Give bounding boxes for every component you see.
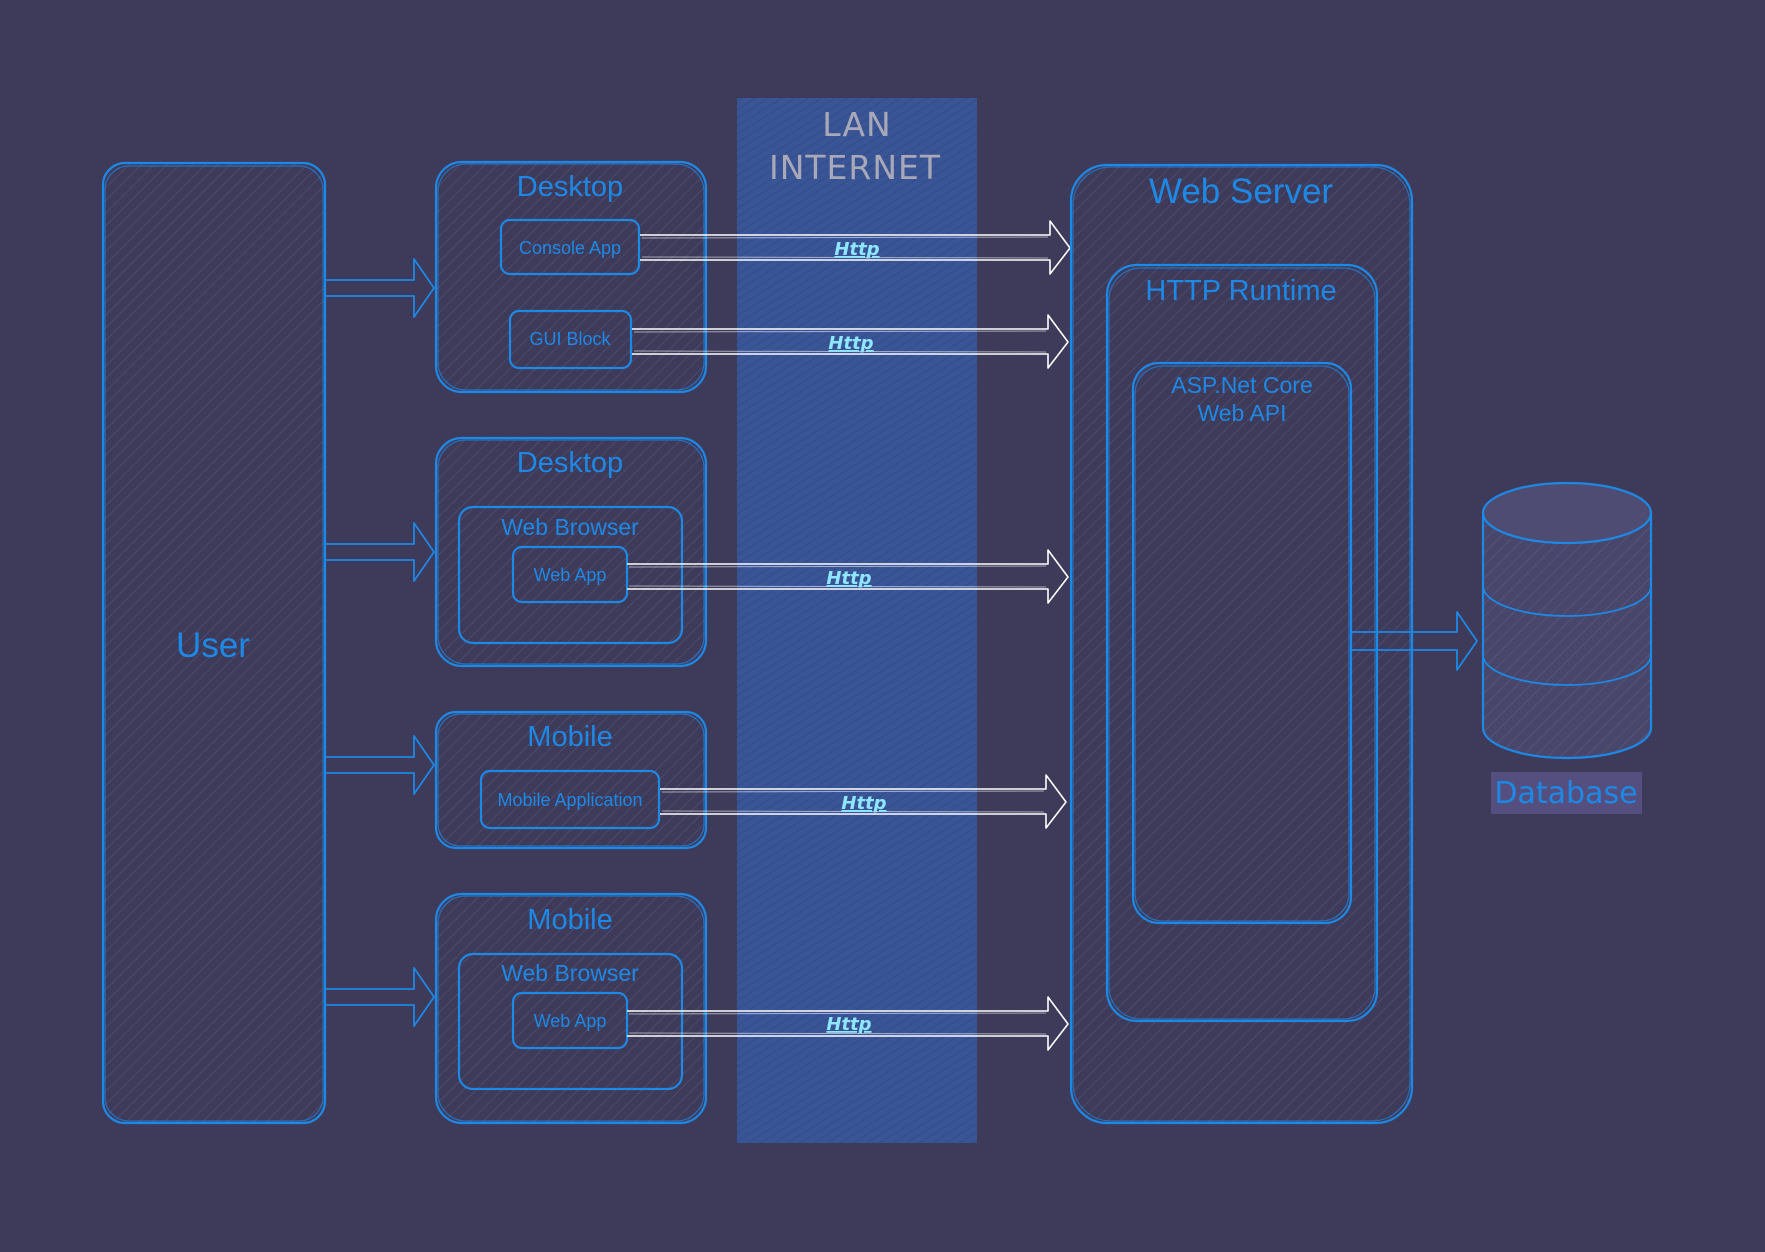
mobile-app-box xyxy=(479,769,661,830)
user-box xyxy=(101,161,327,1125)
mobile-app-label: Mobile Application xyxy=(497,790,642,810)
http-arrow-mobile-web: Http xyxy=(627,996,1069,1051)
database: Database xyxy=(1481,481,1653,814)
client-mobile-browser-box-sketch xyxy=(437,895,705,1122)
http-runtime-title: HTTP Runtime xyxy=(1145,275,1336,307)
client-desktop-browser-title: Desktop xyxy=(517,447,623,479)
database-top xyxy=(1481,481,1653,545)
web-app-box xyxy=(511,545,629,604)
client-desktop-box xyxy=(434,160,708,394)
user-arrow-3 xyxy=(326,735,435,795)
user-arrow-1 xyxy=(326,258,435,318)
client-desktop-box-sketch xyxy=(437,163,705,391)
http-arrow-mobile-app: Http xyxy=(660,774,1067,829)
client-mobile-native: Mobile Mobile Application xyxy=(434,710,708,850)
client-desktop-native: Desktop Console App GUI Block xyxy=(434,160,708,394)
database-cylinder xyxy=(1481,511,1653,760)
web-browser-label: Web Browser xyxy=(501,514,639,540)
http-label-console: Http xyxy=(834,239,879,260)
client-desktop-browser: Desktop Web Browser Web App xyxy=(434,436,708,668)
client-mobile-browser: Mobile Web Browser Web App xyxy=(434,892,708,1125)
client-desktop-title: Desktop xyxy=(517,171,623,203)
mobile-web-app-box xyxy=(511,991,629,1050)
lan-label: LAN xyxy=(822,105,891,144)
gui-block-box xyxy=(508,309,633,370)
internet-label: INTERNET xyxy=(769,148,941,187)
console-app-label: Console App xyxy=(519,238,621,258)
client-mobile-browser-title: Mobile xyxy=(527,904,612,936)
network-boundary: LAN INTERNET xyxy=(737,98,977,1143)
http-arrow-desktop-web: Http xyxy=(627,549,1069,604)
user-to-client-arrows xyxy=(326,258,435,1027)
aspnet-core-box-sketch xyxy=(1134,365,1350,922)
http-runtime-box-sketch xyxy=(1108,267,1376,1020)
aspnet-core-line2: Web API xyxy=(1197,400,1286,426)
database-ring-2 xyxy=(1482,654,1652,686)
lan-internet-band xyxy=(737,98,977,1143)
database-label-bg xyxy=(1491,772,1642,814)
http-label-gui: Http xyxy=(828,333,873,354)
user-arrow-2 xyxy=(326,522,435,582)
web-server-box-sketch xyxy=(1072,166,1411,1122)
client-mobile-title: Mobile xyxy=(527,721,612,753)
http-label-desktop-web: Http xyxy=(826,568,871,589)
web-app-label: Web App xyxy=(534,565,607,585)
http-label-mobile-app: Http xyxy=(841,793,886,814)
user-box-sketch xyxy=(104,165,324,1122)
web-server: Web Server HTTP Runtime ASP.Net Core Web… xyxy=(1069,163,1414,1125)
client-mobile-box-sketch xyxy=(437,713,705,847)
database-label: Database xyxy=(1494,776,1637,811)
console-app-box xyxy=(499,218,641,276)
mobile-web-browser-label: Web Browser xyxy=(501,960,639,986)
user-arrow-4 xyxy=(326,967,435,1027)
server-to-db-arrow xyxy=(1351,611,1478,671)
gui-block-label: GUI Block xyxy=(529,329,611,349)
aspnet-core-box xyxy=(1131,361,1353,925)
user-block: User xyxy=(101,161,327,1125)
client-desktop-browser-box-sketch xyxy=(437,439,705,665)
http-arrow-gui: Http xyxy=(632,314,1069,369)
user-label: User xyxy=(176,626,250,665)
web-server-title: Web Server xyxy=(1149,172,1333,211)
database-ring-1 xyxy=(1482,585,1652,617)
aspnet-core-line1: ASP.Net Core xyxy=(1171,372,1312,398)
http-label-mobile-web: Http xyxy=(826,1014,871,1035)
mobile-web-app-label: Web App xyxy=(534,1011,607,1031)
